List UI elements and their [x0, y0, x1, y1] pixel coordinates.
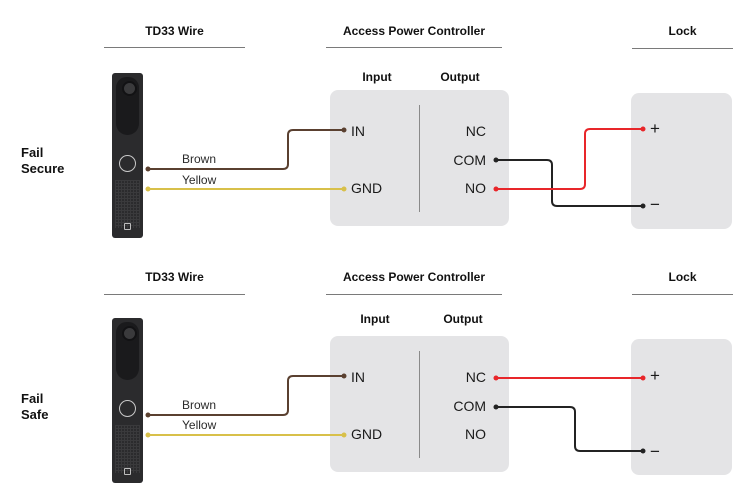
terminal-gnd: GND: [351, 426, 383, 442]
header-lock: Lock: [668, 24, 697, 38]
controller-divider: [419, 105, 420, 212]
header-divider: [104, 47, 245, 48]
header-lock: Lock: [668, 270, 697, 284]
terminal-nc: NC: [465, 123, 486, 139]
lock-box: [631, 339, 732, 475]
terminal-com: COM: [453, 152, 486, 168]
header-divider: [632, 294, 733, 295]
controller-box: [330, 90, 509, 226]
wire-endpoint: [145, 166, 151, 172]
terminal-no: NO: [465, 426, 486, 442]
wire-endpoint: [640, 203, 646, 209]
td33-doorbell-device: [112, 318, 143, 483]
mode-label-line2: Secure: [21, 161, 65, 176]
td33-doorbell-device: [112, 73, 143, 238]
controller-divider: [419, 351, 420, 458]
header-divider: [326, 47, 502, 48]
output-label: Output: [440, 70, 480, 84]
mode-label-line2: Safe: [21, 407, 49, 422]
header-access-power-controller: Access Power Controller: [342, 24, 486, 38]
wire-endpoint: [640, 448, 646, 454]
camera-lens-icon: [122, 326, 137, 341]
terminal-gnd: GND: [351, 180, 383, 196]
input-label: Input: [362, 70, 392, 84]
wire-label-yellow: Yellow: [182, 173, 217, 187]
wire-endpoint: [493, 186, 499, 192]
wire-endpoint: [341, 186, 347, 192]
terminal-in: IN: [351, 123, 365, 139]
wire-endpoint: [145, 412, 151, 418]
lock-minus-terminal: −: [650, 442, 660, 461]
wire-endpoint: [493, 157, 499, 163]
wire-endpoint: [341, 373, 347, 379]
wire-brown: [148, 129, 344, 170]
header-divider: [326, 294, 502, 295]
wire-endpoint: [493, 375, 499, 381]
wire-label-brown: Brown: [182, 398, 217, 412]
doorbell-button-icon: [119, 155, 136, 172]
header-divider: [632, 48, 733, 49]
wire-red-no: [496, 128, 643, 190]
mode-label-fail-secure: Fail Secure: [21, 145, 64, 177]
device-camera-panel: [116, 77, 139, 135]
device-camera-panel: [116, 322, 139, 380]
wire-endpoint: [145, 432, 151, 438]
speaker-grill: [115, 425, 140, 473]
terminal-no: NO: [465, 180, 486, 196]
terminal-com: COM: [453, 398, 486, 414]
wire-label-yellow: Yellow: [182, 418, 217, 432]
controller-box: [330, 336, 509, 472]
wire-endpoint: [341, 127, 347, 133]
camera-lens-icon: [122, 81, 137, 96]
wire-brown: [148, 375, 344, 416]
lock-plus-terminal: +: [650, 366, 660, 385]
wire-endpoint: [493, 404, 499, 410]
output-label: Output: [443, 312, 483, 326]
header-td33-wire: TD33 Wire: [145, 270, 204, 284]
mode-label-line1: Fail: [21, 391, 44, 406]
header-divider: [104, 294, 245, 295]
header-td33-wire: TD33 Wire: [145, 24, 204, 38]
device-logo-icon: [124, 223, 131, 230]
device-logo-icon: [124, 468, 131, 475]
speaker-grill: [115, 180, 140, 228]
lock-plus-terminal: +: [650, 119, 660, 138]
wire-black-com: [496, 159, 643, 207]
wire-endpoint: [640, 375, 646, 381]
lock-box: [631, 93, 732, 229]
wire-black-com: [496, 406, 643, 452]
lock-minus-terminal: −: [650, 195, 660, 214]
wire-endpoint: [341, 432, 347, 438]
mode-label-fail-safe: Fail Safe: [21, 391, 48, 423]
wire-label-brown: Brown: [182, 152, 217, 166]
input-label: Input: [360, 312, 390, 326]
terminal-in: IN: [351, 369, 365, 385]
terminal-nc: NC: [465, 369, 486, 385]
wire-endpoint: [640, 126, 646, 132]
wire-endpoint: [145, 186, 151, 192]
mode-label-line1: Fail: [21, 145, 44, 160]
doorbell-button-icon: [119, 400, 136, 417]
header-access-power-controller: Access Power Controller: [342, 270, 486, 284]
